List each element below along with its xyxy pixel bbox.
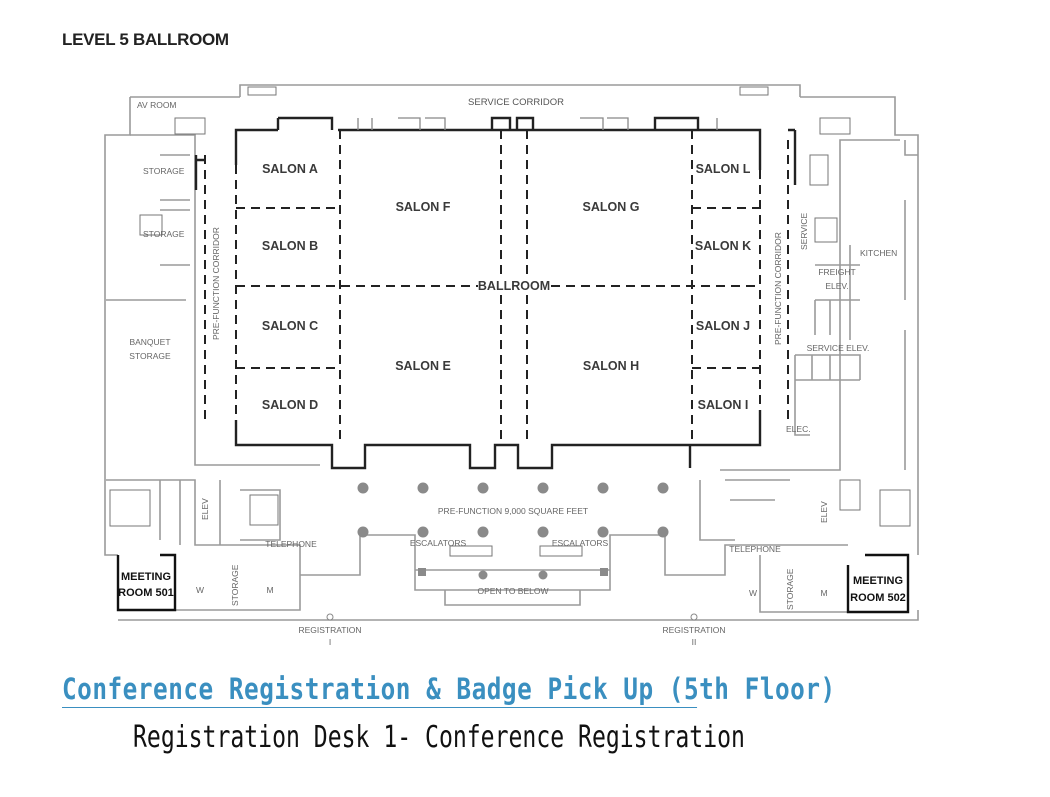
freight-elev-label: FREIGHT [818,267,855,277]
registration-desk-caption: Registration Desk 1- Conference Registra… [133,720,745,755]
meeting-room-502-label: ROOM 502 [850,592,906,604]
salon-b-label: SALON B [262,239,318,253]
storage-small-label: STORAGE [785,568,795,610]
salon-i-label: SALON I [698,398,749,412]
service-elev-label: SERVICE ELEV. [807,343,870,353]
womens-restroom-label: W [196,585,204,595]
salon-k-label: SALON K [695,239,751,253]
salon-j-label: SALON J [696,319,750,333]
ballroom-wall-niches [357,117,718,130]
salon-c-label: SALON C [262,319,318,333]
storage-small-label: STORAGE [230,564,240,606]
elec-label: ELEC. [786,424,811,434]
meeting-room-502-label: MEETING [853,575,903,587]
registration-2-number: II [692,637,697,647]
meeting-room-walls [116,553,910,614]
pre-function-corridor-left-label: PRE-FUNCTION CORRIDOR [211,227,221,340]
pre-function-area-label: PRE-FUNCTION 9,000 SQUARE FEET [438,506,588,516]
meeting-room-501-label: ROOM 501 [118,587,174,599]
registration-1-number: I [329,637,331,647]
salon-e-label: SALON E [395,359,451,373]
elev-right-label: ELEV [819,501,829,523]
service-corridor-label: SERVICE CORRIDOR [468,97,564,108]
floor-plan: SERVICE CORRIDOR AV ROOM STORAGE STORAGE… [104,84,919,647]
registration-1-label: REGISTRATION [298,625,361,635]
elev-left-label: ELEV [200,498,210,520]
registration-headline: Conference Registration & Badge Pick Up … [62,672,836,708]
salon-d-label: SALON D [262,398,318,412]
mens-restroom-label: M [820,588,827,598]
av-room-label: AV ROOM [137,100,177,110]
pre-function-columns [357,482,669,580]
salon-g-label: SALON G [583,200,640,214]
registration-2-label: REGISTRATION [662,625,725,635]
registration-markers [326,613,698,621]
storage-label: STORAGE [143,166,185,176]
building-walls [104,84,919,621]
salon-f-label: SALON F [396,200,451,214]
salon-h-label: SALON H [583,359,639,373]
kitchen-label: KITCHEN [860,248,897,258]
meeting-room-501-label: MEETING [121,571,171,583]
service-label: SERVICE [799,213,809,250]
ballroom-label-bg [478,277,550,294]
banquet-storage-label: STORAGE [129,351,171,361]
freight-elev-label: ELEV. [825,281,848,291]
storage-label: STORAGE [143,229,185,239]
escalators-right-label: ESCALATORS [552,538,609,548]
map-title: LEVEL 5 BALLROOM [62,30,229,49]
pre-function-corridor-right-label: PRE-FUNCTION CORRIDOR [773,232,783,345]
ballroom-label: BALLROOM [478,279,550,293]
banquet-storage-label: BANQUET [129,337,170,347]
escalators-left-label: ESCALATORS [410,538,467,548]
salon-l-label: SALON L [696,162,751,176]
salon-a-label: SALON A [262,162,318,176]
telephone-right-label: TELEPHONE [729,544,781,554]
open-to-below-label: OPEN TO BELOW [477,586,548,596]
mens-restroom-label: M [266,585,273,595]
telephone-left-label: TELEPHONE [265,539,317,549]
womens-restroom-label: W [749,588,757,598]
stair-hatching [109,86,911,557]
ballroom-walls [194,116,797,470]
